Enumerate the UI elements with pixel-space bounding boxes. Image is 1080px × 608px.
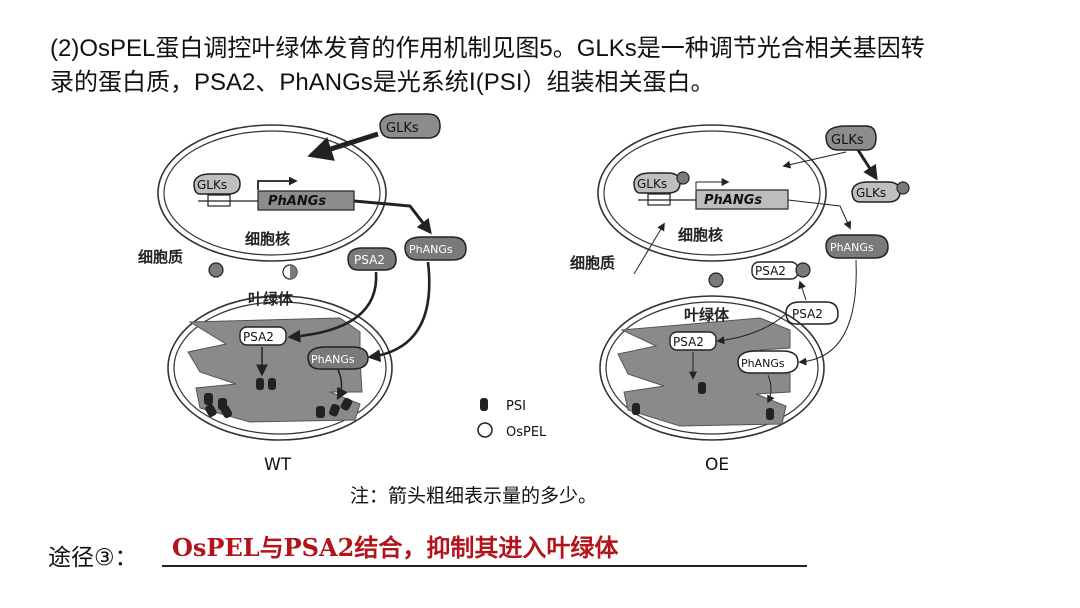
wt-psa2-protein: PSA2 [347, 247, 397, 271]
wt-phangs-protein: PhANGs [404, 236, 467, 261]
oe-glks-complex-label: GLKs [856, 186, 886, 200]
wt-arrow-phangs-to-psi [336, 369, 348, 401]
oe-arrow-glks-to-complex [856, 149, 878, 181]
wt-glks-bound-label: GLKs [197, 178, 227, 192]
wt-arrow-glks-into-nucleus [307, 131, 379, 161]
oe-cytoplasm-dot [708, 272, 724, 288]
answer-blank-line [162, 565, 807, 567]
legend-ospel-icon [477, 422, 493, 438]
oe-arrow-psa2-to-complex [798, 280, 807, 301]
oe-psa2-complex-label: PSA2 [755, 264, 786, 278]
oe-panel-label: OE [705, 455, 729, 475]
legend: PSI OsPEL [477, 398, 547, 440]
wt-phangs-inside-label: PhANGs [311, 353, 355, 366]
wt-panel-label: WT [264, 455, 292, 475]
oe-phangs-gene-label: PhANGs [704, 193, 762, 208]
wt-nucleus-label: 细胞核 [245, 230, 290, 248]
oe-nucleus [597, 124, 827, 262]
oe-glks-outside: GLKs [825, 125, 877, 151]
legend-psi-icon [480, 398, 488, 411]
oe-arrow-phangs-into-chloroplast [798, 259, 857, 366]
oe-glks-outside-label: GLKs [831, 133, 864, 148]
wt-phangs-gene-label: PhANGs [268, 194, 326, 209]
oe-arrow-ospel-into-nucleus [633, 222, 665, 275]
oe-psa2-protein-label: PSA2 [792, 307, 823, 321]
oe-chloroplast-label: 叶绿体 [684, 306, 730, 324]
wt-arrow-phangs-into-chloroplast [367, 261, 431, 363]
wt-phangs-gene [257, 190, 355, 211]
oe-nucleus-label: 细胞核 [678, 226, 723, 244]
wt-psa2-inside-label: PSA2 [243, 330, 274, 344]
wt-chloroplast [167, 295, 393, 441]
wt-chloroplast-label: 叶绿体 [248, 290, 294, 308]
oe-panel: 细胞核 GLKs GLKs GLKs PhANGs [570, 124, 910, 441]
wt-phangs-inside: PhANGs [307, 346, 369, 370]
wt-glks-bound: GLKs [193, 173, 241, 195]
wt-cytoplasm-label: 细胞质 [138, 248, 183, 266]
oe-arrow-phangs-to-psi [767, 374, 775, 404]
answer-text: OsPEL与PSA2结合，抑制其进入叶绿体 [172, 533, 619, 562]
oe-glks-ospel-complex: GLKs [851, 181, 910, 203]
oe-psa2-ospel-complex: PSA2 [751, 261, 811, 280]
oe-transcription-arrow [695, 178, 730, 189]
oe-cytoplasm-label: 细胞质 [570, 254, 615, 272]
wt-psa2-inside: PSA2 [239, 326, 287, 346]
wt-cytoplasm-dot [208, 262, 224, 278]
oe-phangs-inside-label: PhANGs [741, 357, 785, 370]
wt-arrow-psa2-into-chloroplast [287, 271, 378, 343]
wt-psi-complexes [204, 378, 353, 419]
oe-psi-complexes [632, 382, 774, 420]
wt-transcription-arrow [257, 176, 298, 190]
oe-phangs-protein-label: PhANGs [830, 241, 874, 254]
legend-ospel-label: OsPEL [506, 425, 547, 440]
wt-glks-outside-label: GLKs [386, 121, 419, 136]
wt-glks-outside: GLKs [379, 113, 441, 139]
oe-glks-bound-label: GLKs [637, 177, 667, 191]
oe-phangs-protein: PhANGs [825, 234, 889, 259]
wt-arrow-gene-to-phangs [353, 199, 432, 235]
wt-psa2-protein-label: PSA2 [354, 253, 385, 267]
oe-glks-bound: GLKs [633, 171, 690, 194]
wt-phangs-protein-label: PhANGs [409, 243, 453, 256]
oe-psa2-inside-label: PSA2 [673, 335, 704, 349]
oe-psa2-protein: PSA2 [785, 301, 839, 325]
wt-nucleus [157, 124, 387, 262]
wt-ospel-half-dot [282, 264, 298, 280]
wt-panel: 细胞核 GLKs GLKs PhANGs 细胞质 [138, 113, 467, 441]
question-line-2: 录的蛋白质，PSA2、PhANGs是光系统Ⅰ(PSI）组装相关蛋白。 [50, 69, 715, 96]
question-line-1: (2)OsPEL蛋白调控叶绿体发育的作用机制见图5。GLKs是一种调节光合相关基… [50, 35, 925, 62]
answer-label: 途径③： [48, 545, 138, 571]
diagram-note: 注：箭头粗细表示量的多少。 [350, 485, 598, 507]
oe-psa2-inside: PSA2 [669, 331, 717, 351]
legend-psi-label: PSI [506, 399, 526, 414]
oe-phangs-inside: PhANGs [737, 350, 799, 374]
oe-arrow-psa2-into-chloroplast [716, 313, 787, 345]
oe-chloroplast [599, 295, 825, 441]
oe-phangs-gene [695, 189, 789, 210]
oe-arrow-gene-to-phangs [787, 199, 851, 230]
oe-arrow-glks-into-nucleus [782, 151, 847, 169]
